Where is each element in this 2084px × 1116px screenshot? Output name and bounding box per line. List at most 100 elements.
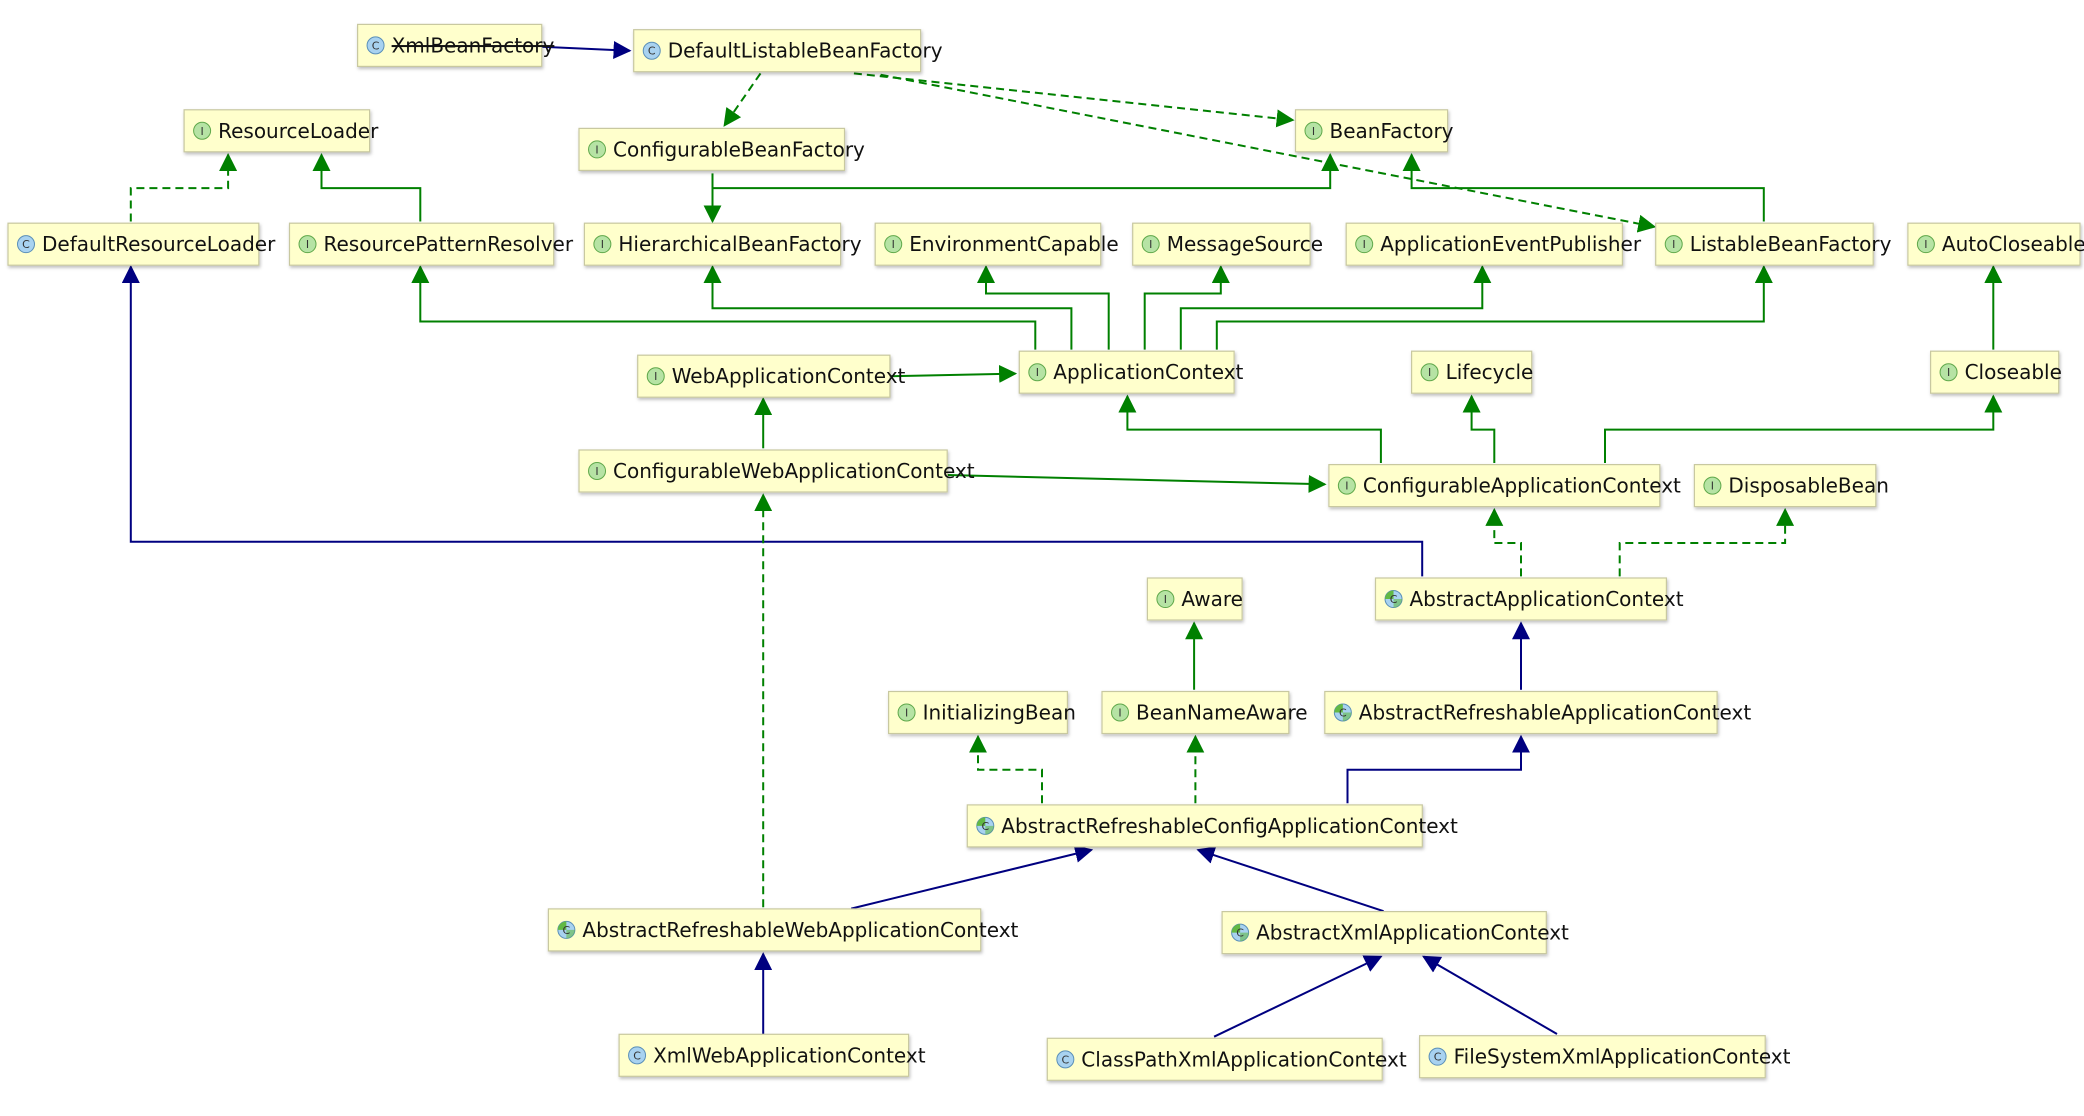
edge-ClassPathXmlApplicationContext-to-AbstractXmlApplicationContext: [1213, 955, 1383, 1038]
node-label: XmlBeanFactory: [392, 33, 555, 57]
node-kind-glyph: I: [1428, 366, 1431, 379]
node-MessageSource[interactable]: I MessageSource: [1132, 222, 1323, 266]
edge-ApplicationContext-to-ResourcePatternResolver: [411, 264, 1037, 350]
node-label: BeanNameAware: [1136, 701, 1308, 725]
interface-icon: I: [1916, 235, 1935, 254]
interface-icon: I: [1141, 235, 1160, 254]
node-kind-glyph: I: [654, 370, 657, 383]
edge-ListableBeanFactory-to-BeanFactory: [1402, 153, 1765, 222]
node-kind-glyph: C: [633, 1049, 641, 1062]
node-box: [1374, 577, 1667, 621]
interface-icon: I: [1111, 703, 1130, 722]
node-kind-glyph: I: [1312, 125, 1315, 138]
abstract-class-icon: C: [1333, 703, 1352, 722]
interface-icon: I: [1304, 121, 1323, 140]
node-AbstractXmlApplicationContext[interactable]: C AbstractXmlApplicationContext: [1221, 910, 1569, 955]
node-label: HierarchicalBeanFactory: [618, 232, 861, 256]
node-label: AbstractXmlApplicationContext: [1256, 921, 1569, 945]
node-box: [578, 127, 846, 171]
node-kind-glyph: I: [200, 125, 203, 138]
node-DisposableBean[interactable]: I DisposableBean: [1693, 464, 1889, 508]
interface-icon: I: [1664, 235, 1683, 254]
node-label: Lifecycle: [1446, 360, 1534, 384]
node-label: ResourcePatternResolver: [324, 232, 574, 256]
node-Lifecycle[interactable]: I Lifecycle: [1410, 350, 1534, 394]
node-kind-glyph: C: [1434, 1051, 1442, 1064]
node-kind-glyph: C: [1390, 593, 1398, 606]
edge-AbstractApplicationContext-to-DisposableBean: [1618, 507, 1795, 577]
node-AbstractRefreshableApplicationContext[interactable]: C AbstractRefreshableApplicationContext: [1324, 690, 1752, 735]
node-box: [1101, 690, 1290, 735]
node-kind-glyph: C: [1236, 927, 1244, 940]
node-box: [578, 449, 948, 493]
node-label: DefaultResourceLoader: [42, 232, 276, 256]
interface-icon: I: [1028, 363, 1047, 382]
node-label: MessageSource: [1167, 232, 1323, 256]
node-box: [7, 222, 260, 266]
node-box: [1221, 910, 1547, 955]
abstract-class-icon: C: [557, 920, 576, 939]
node-AutoCloseable[interactable]: I AutoCloseable: [1907, 222, 2084, 266]
node-box: [183, 109, 371, 153]
node-BeanNameAware[interactable]: I BeanNameAware: [1101, 690, 1308, 735]
edge-AbstractXmlApplicationContext-to-AbstractRefreshableConfigApplicationContext: [1196, 846, 1384, 913]
edge-ApplicationContext-to-HierarchicalBeanFactory: [703, 264, 1073, 350]
node-kind-glyph: I: [1036, 366, 1039, 379]
node-label: AbstractRefreshableApplicationContext: [1359, 701, 1752, 725]
node-ApplicationContext[interactable]: I ApplicationContext: [1018, 350, 1244, 394]
interface-icon: I: [588, 140, 607, 159]
node-kind-glyph: I: [892, 238, 895, 251]
node-label: AbstractApplicationContext: [1410, 587, 1684, 611]
node-box: [357, 23, 543, 67]
node-kind-glyph: I: [306, 238, 309, 251]
interface-icon: I: [593, 235, 612, 254]
node-AbstractApplicationContext[interactable]: C AbstractApplicationContext: [1374, 577, 1684, 621]
edge-ResourcePatternResolver-to-ResourceLoader: [312, 153, 422, 222]
node-label: DisposableBean: [1728, 474, 1889, 498]
interface-icon: I: [1355, 235, 1374, 254]
node-box: [288, 222, 555, 266]
edge-ApplicationContext-to-EnvironmentCapable: [977, 264, 1110, 350]
node-kind-glyph: I: [1149, 238, 1152, 251]
node-HierarchicalBeanFactory[interactable]: I HierarchicalBeanFactory: [583, 222, 862, 266]
node-ResourcePatternResolver[interactable]: I ResourcePatternResolver: [288, 222, 574, 266]
node-box: [1907, 222, 2081, 266]
node-kind-glyph: C: [1061, 1053, 1069, 1066]
interface-icon: I: [1703, 476, 1722, 495]
node-AbstractRefreshableWebApplicationContext[interactable]: C AbstractRefreshableWebApplicationContex…: [547, 908, 1019, 952]
edge-DefaultListableBeanFactory-to-ListableBeanFactory: [880, 73, 1657, 233]
node-label: AutoCloseable: [1942, 232, 2084, 256]
node-label: AbstractRefreshableWebApplicationContext: [582, 918, 1018, 942]
node-kind-glyph: C: [1339, 706, 1347, 719]
node-label: DefaultListableBeanFactory: [668, 39, 943, 63]
abstract-class-icon: C: [1231, 923, 1250, 942]
interface-icon: I: [298, 235, 317, 254]
node-box: [618, 1033, 910, 1077]
node-label: ApplicationContext: [1053, 360, 1243, 384]
node-box: [887, 690, 1068, 735]
edge-AbstractApplicationContext-to-ConfigurableApplicationContext: [1485, 507, 1522, 577]
node-box: [966, 804, 1423, 848]
node-box: [874, 222, 1102, 266]
edge-ConfigurableApplicationContext-to-Lifecycle: [1462, 394, 1496, 463]
